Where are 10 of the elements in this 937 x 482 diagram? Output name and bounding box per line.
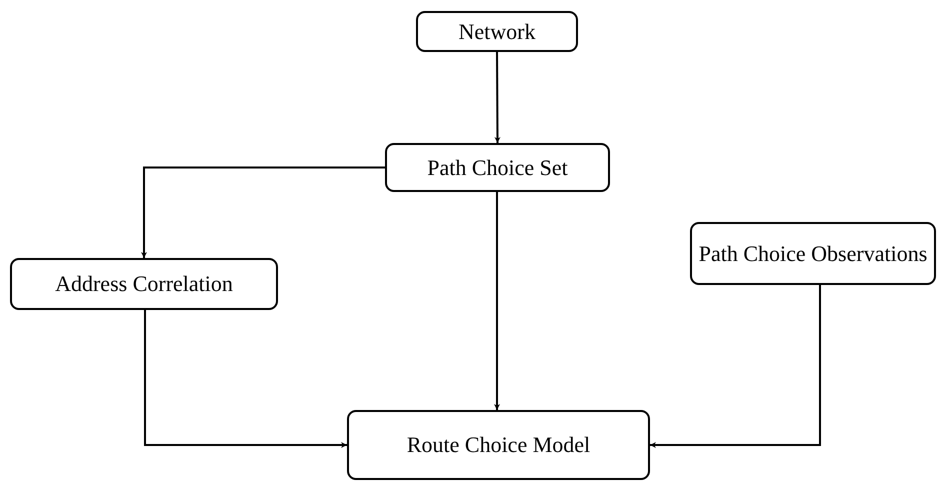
- arrow: [494, 192, 500, 410]
- process-box: Path Choice Set: [385, 143, 610, 192]
- arrow: [494, 52, 500, 143]
- arrow: [650, 285, 821, 448]
- process-box: Path Choice Observations: [690, 222, 936, 285]
- process-box: Address Correlation: [10, 258, 278, 310]
- process-box: Route Choice Model: [347, 410, 650, 480]
- arrow: [141, 166, 385, 258]
- arrow: [144, 310, 347, 448]
- process-box: Network: [416, 11, 578, 52]
